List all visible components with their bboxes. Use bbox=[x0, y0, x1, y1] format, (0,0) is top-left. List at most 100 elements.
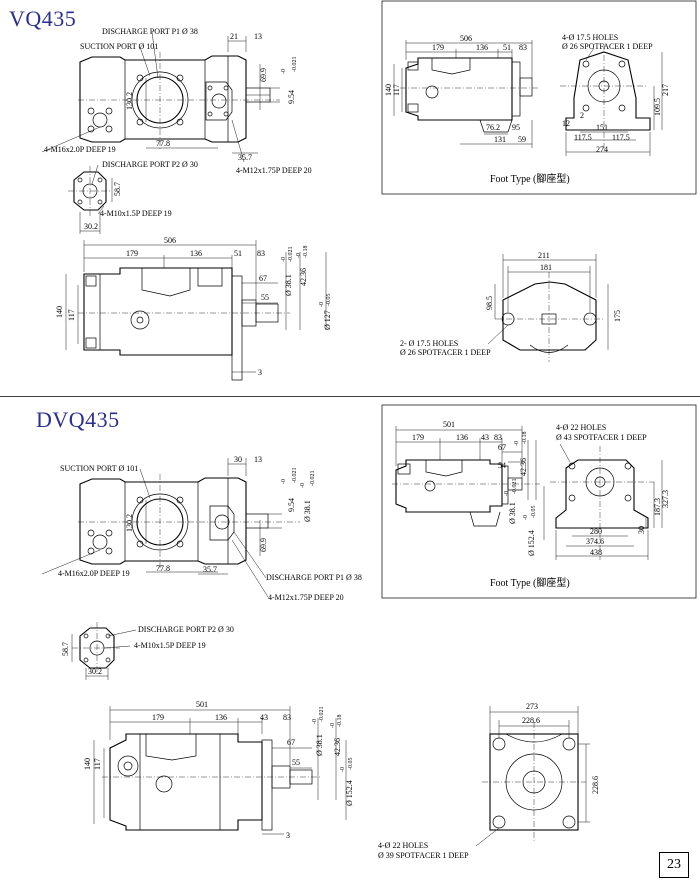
vq435-front-d69-9: 69.9 bbox=[259, 68, 268, 82]
vq435-front-d9-54-tol-b: -0.021 bbox=[292, 57, 298, 73]
vq435-side-d136: 136 bbox=[190, 249, 202, 258]
vq435-front-view bbox=[41, 31, 280, 163]
dvq435-foot-d280: 280 bbox=[590, 527, 602, 536]
vq435-side-view bbox=[65, 240, 327, 381]
dvq435-p2-d30-2: 30.2 bbox=[88, 667, 102, 676]
dvq435-foot-d152-4-tol-a: -0 bbox=[523, 515, 529, 520]
dvq435-p2-d58-7: 58.7 bbox=[61, 642, 70, 656]
dvq435-side-view bbox=[93, 706, 347, 835]
vq435-foot-side bbox=[393, 40, 540, 148]
vq435-side-d140: 140 bbox=[55, 306, 64, 318]
vq435-side-d42-36: 42.36 bbox=[299, 268, 308, 286]
dvq435-side-d136: 136 bbox=[215, 713, 227, 722]
dvq435-front-d35-7: 35.7 bbox=[203, 565, 217, 574]
vq435-side-d42-36-tol-b: -0.18 bbox=[303, 246, 309, 259]
dvq435-foot-d179: 179 bbox=[412, 433, 424, 442]
dvq435-front-m16: 4-M16x2.0P DEEP 19 bbox=[58, 569, 130, 578]
dvq435-foot-d327-3: 327.3 bbox=[661, 490, 670, 508]
dvq435-foot-d152-4: Ø 152.4 bbox=[527, 530, 536, 556]
vq435-front-d77-8: 77.8 bbox=[156, 139, 170, 148]
vq435-foot-d217: 217 bbox=[661, 84, 670, 96]
vq435-end-d211: 211 bbox=[538, 251, 550, 260]
vq435-foot-d140: 140 bbox=[384, 84, 393, 96]
vq435-front-d21: 21 bbox=[230, 32, 238, 41]
vq435-side-d127-tol-a: -0 bbox=[319, 302, 325, 307]
vq435-foot-d2: 2 bbox=[580, 111, 584, 120]
vq435-end-d175: 175 bbox=[613, 310, 622, 322]
vq435-foot-d95: 95 bbox=[512, 123, 520, 132]
vq435-side-d38-1-tol-a: -0 bbox=[281, 257, 287, 262]
vq435-side-d179: 179 bbox=[126, 249, 138, 258]
frame-lines bbox=[0, 0, 700, 599]
dvq435-front-suction: SUCTION PORT Ø 101 bbox=[60, 464, 138, 473]
dvq435-foot-side bbox=[392, 426, 545, 540]
dvq435-side-d43: 43 bbox=[260, 713, 268, 722]
vq435-foot-d131: 131 bbox=[494, 135, 506, 144]
vq435-front-d35-7: 35.7 bbox=[238, 153, 252, 162]
dvq435-end-spot: Ø 39 SPOTFACER 1 DEEP bbox=[378, 851, 469, 860]
dvq435-front-d38-1-tol-a: -0 bbox=[300, 483, 306, 488]
dvq435-side-d38-1: Ø 38.1 bbox=[315, 734, 324, 756]
dvq435-side-d140: 140 bbox=[83, 758, 92, 770]
vq435-side-d83: 83 bbox=[257, 249, 265, 258]
dvq435-end-holes: 4-Ø 22 HOLES bbox=[378, 841, 428, 850]
page-number: 23 bbox=[659, 852, 689, 878]
vq435-p2-d30-2: 30.2 bbox=[84, 222, 98, 231]
vq435-foot-d117-5b: 117.5 bbox=[612, 133, 630, 142]
vq435-side-d55: 55 bbox=[261, 293, 269, 302]
vq435-foot-d117-5a: 117.5 bbox=[574, 133, 592, 142]
vq435-foot-caption: Foot Type (腳座型) bbox=[490, 172, 570, 185]
dvq435-front-d9-54-tol-a: -0 bbox=[281, 479, 287, 484]
dvq435-side-d152-4: Ø 152.4 bbox=[345, 780, 354, 806]
vq435-foot-d506: 506 bbox=[460, 34, 472, 43]
vq435-end-view bbox=[487, 254, 609, 362]
dvq435-foot-d83: 83 bbox=[494, 433, 502, 442]
vq435-front-d9-54-tol-a: -0 bbox=[281, 69, 287, 74]
dvq435-front-m12: 4-M12x1.75P DEEP 20 bbox=[268, 593, 344, 602]
dvq435-side-d38-1-tol-b: -0.021 bbox=[319, 707, 325, 723]
vq435-foot-end bbox=[560, 44, 663, 156]
vq435-front-suction: SUCTION PORT Ø 101 bbox=[80, 42, 158, 51]
dvq435-side-d42-36-tol-a: -0 bbox=[330, 723, 336, 728]
vq435-side-d3: 3 bbox=[258, 368, 262, 377]
vq435-front-d130-2: 130.2 bbox=[125, 92, 134, 110]
dvq435-side-d152-4-tol-b: -0.05 bbox=[348, 758, 354, 771]
dvq435-front-d13: 13 bbox=[254, 455, 262, 464]
vq435-end-d181: 181 bbox=[540, 263, 552, 272]
dvq435-side-d179: 179 bbox=[152, 713, 164, 722]
vq435-front-discharge-p1: DISCHARGE PORT P1 Ø 38 bbox=[102, 27, 198, 36]
vq435-foot-d59: 59 bbox=[518, 135, 526, 144]
dvq435-side-d42-36-tol-b: -0.18 bbox=[337, 715, 343, 728]
dvq435-port-p2 bbox=[71, 622, 137, 680]
dvq435-end-view bbox=[475, 706, 590, 847]
vq435-side-d67: 67 bbox=[259, 274, 267, 283]
dvq435-front-d30: 30 bbox=[234, 455, 242, 464]
dvq435-front-discharge-p1: DISCHARGE PORT P1 Ø 38 bbox=[266, 573, 362, 582]
vq435-p2-m10: 4-M10x1.5P DEEP 19 bbox=[100, 209, 172, 218]
dvq435-foot-d187-3: 187.3 bbox=[653, 498, 662, 516]
dvq435-foot-d43: 43 bbox=[481, 433, 489, 442]
vq435-front-m16: 4-M16x2.0P DEEP 19 bbox=[44, 145, 116, 154]
dvq435-foot-d38-1: Ø 38.1 bbox=[508, 502, 517, 524]
dvq435-front-d38-1-tol-b: -0.021 bbox=[310, 471, 316, 487]
vq435-side-d117: 117 bbox=[67, 309, 76, 321]
vq435-side-d506: 506 bbox=[164, 236, 176, 245]
dvq435-side-d55: 55 bbox=[292, 758, 300, 767]
dvq435-side-d501: 501 bbox=[196, 700, 208, 709]
dvq435-foot-spot: Ø 43 SPOTFACER 1 DEEP bbox=[556, 433, 647, 442]
dvq435-front-d77-8: 77.8 bbox=[156, 564, 170, 573]
dvq435-foot-end bbox=[550, 443, 663, 560]
dvq435-p2-m10: 4-M10x1.5P DEEP 19 bbox=[134, 641, 206, 650]
dvq435-foot-d136: 136 bbox=[456, 433, 468, 442]
vq435-side-d127-tol-b: -0.05 bbox=[326, 294, 332, 307]
vq435-side-d38-1-tol-b: -0.021 bbox=[288, 247, 294, 263]
dvq435-foot-d38-1-tol-b: -0.021 bbox=[512, 479, 518, 495]
vq435-foot-d12: 12 bbox=[562, 119, 570, 128]
dvq435-front-d38-1: Ø 38.1 bbox=[303, 500, 312, 522]
vq435-side-d42-36-tol-a: -0 bbox=[296, 253, 302, 258]
dvq435-front-d9-54-tol-b: -0.021 bbox=[292, 468, 298, 484]
dvq435-side-d117: 117 bbox=[93, 758, 102, 770]
vq435-end-spot: Ø 26 SPOTFACER 1 DEEP bbox=[400, 348, 491, 357]
vq435-end-holes: 2- Ø 17.5 HOLES bbox=[400, 339, 458, 348]
